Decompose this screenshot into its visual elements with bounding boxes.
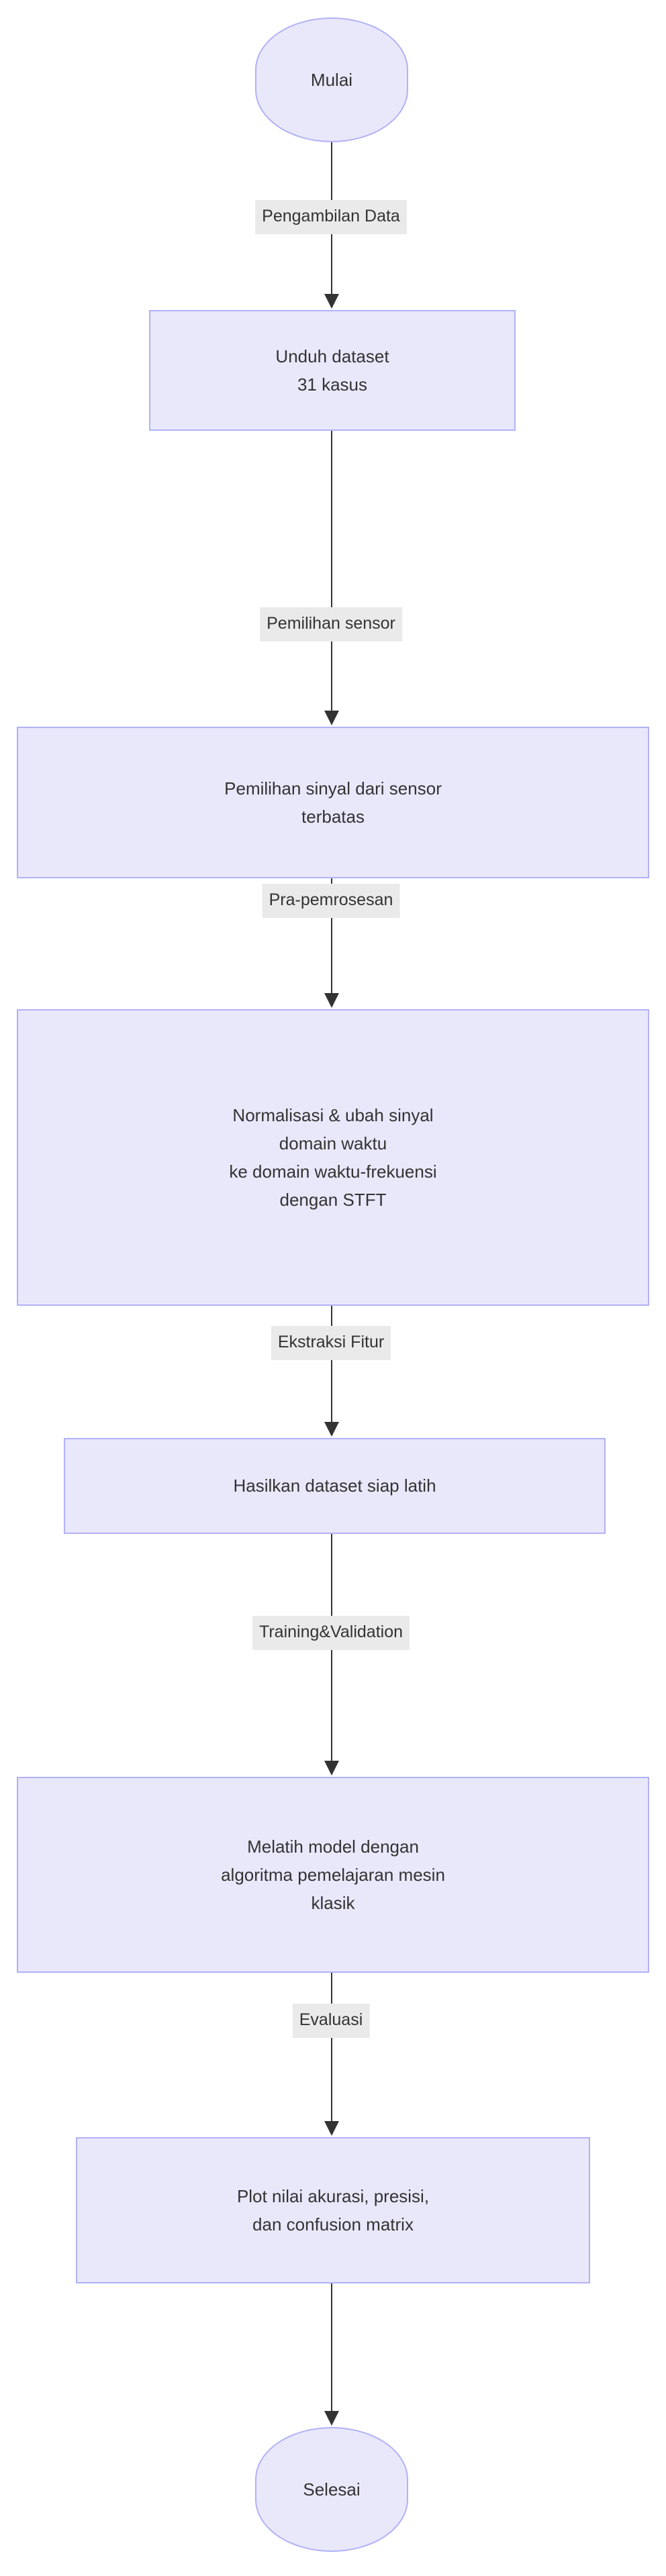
node-step3-line-3: ke domain waktu-frekuensi (229, 1162, 437, 1182)
edge-label-training-validation: Training&Validation (252, 1616, 410, 1650)
node-step5-line-1: Melatih model dengan (247, 1836, 419, 1857)
node-step3-line-1: Normalisasi & ubah sinyal (232, 1104, 434, 1125)
node-unduh-dataset[interactable]: Unduh dataset 31 kasus (149, 310, 516, 431)
connector-step3-to-step4 (331, 1306, 332, 1423)
arrowhead-icon-4 (324, 1422, 339, 1437)
arrowhead-icon-7 (324, 2411, 339, 2426)
connector-step6-to-end (331, 2283, 332, 2412)
node-step5-line-3: klasik (311, 1893, 355, 1914)
connector-step1-to-step2 (331, 431, 332, 712)
node-step3-line-4: dengan STFT (279, 1190, 387, 1210)
arrowhead-icon-5 (324, 1761, 339, 1775)
node-step5-line-2: algoritma pemelajaran mesin (221, 1864, 445, 1885)
node-step1-line-1: Unduh dataset (275, 346, 389, 366)
node-end-line-1: Selesai (303, 2479, 361, 2500)
node-step3-line-2: domain waktu (279, 1133, 387, 1153)
node-step2-line-1: Pemilihan sinyal dari sensor (224, 778, 442, 798)
node-step6-line-1: Plot nilai akurasi, presisi, (236, 2185, 430, 2206)
connector-step2-to-step3 (331, 878, 332, 994)
arrowhead-icon-3 (324, 993, 339, 1008)
node-end[interactable]: Selesai (255, 2427, 408, 2552)
node-normalisasi-stft[interactable]: Normalisasi & ubah sinyal domain waktu k… (17, 1009, 649, 1306)
edge-label-pengambilan-data: Pengambilan Data (255, 200, 407, 234)
connector-step5-to-step6 (331, 1973, 332, 2122)
edge-label-evaluasi: Evaluasi (292, 2004, 370, 2038)
node-melatih-model[interactable]: Melatih model dengan algoritma pemelajar… (17, 1777, 649, 1973)
edge-label-pra-pemrosesan: Pra-pemrosesan (262, 884, 400, 918)
node-step1-line-2: 31 kasus (297, 374, 368, 395)
arrowhead-icon-1 (324, 294, 339, 309)
arrowhead-icon-2 (324, 711, 339, 725)
node-plot-evaluasi[interactable]: Plot nilai akurasi, presisi, dan confusi… (76, 2137, 590, 2283)
node-step2-line-2: terbatas (301, 807, 365, 827)
edge-label-pemilihan-sensor: Pemilihan sensor (260, 607, 402, 641)
node-step6-line-2: dan confusion matrix (252, 2214, 414, 2234)
node-step4-line-1: Hasilkan dataset siap latih (233, 1476, 436, 1496)
edge-label-ekstraksi-fitur: Ekstraksi Fitur (271, 1326, 391, 1360)
node-start[interactable]: Mulai (255, 17, 408, 142)
node-start-line-1: Mulai (310, 69, 353, 90)
arrowhead-icon-6 (324, 2121, 339, 2136)
node-pemilihan-sinyal[interactable]: Pemilihan sinyal dari sensor terbatas (17, 727, 649, 878)
node-hasilkan-dataset[interactable]: Hasilkan dataset siap latih (64, 1438, 606, 1534)
